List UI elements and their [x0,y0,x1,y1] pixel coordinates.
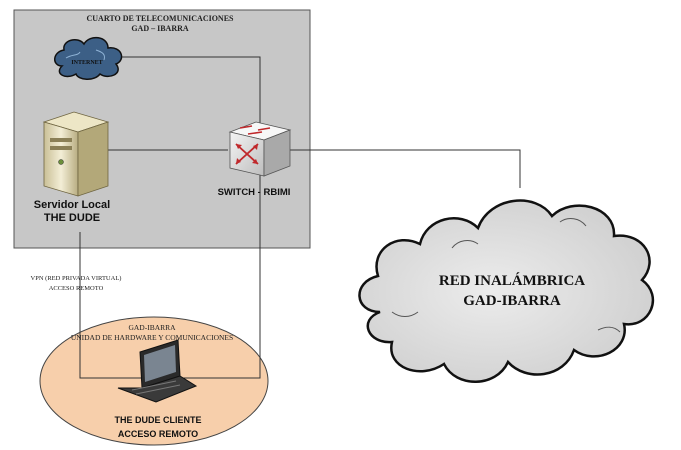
laptop-icon [117,339,198,403]
remote-unit-title: GAD-IBARRA [128,323,176,332]
server-label-app: THE DUDE [44,212,100,224]
wireless-cloud-icon [358,199,654,383]
wireless-label: RED INALÁMBRICA [439,272,585,289]
remote-unit-subtitle: UNIDAD DE HARDWARE Y COMUNICACIONES [71,333,233,342]
internet-label: INTERNET [71,60,102,66]
switch-wireless-link [290,149,521,188]
internet-cloud-icon [54,36,123,80]
room-title: CUARTO DE TELECOMUNICACIONES [86,14,234,23]
switch-icon [228,121,292,177]
vpn-sublabel: ACCESO REMOTO [49,285,104,292]
internet-switch-link [120,56,261,130]
switch-label: SWITCH - RBIMI [218,187,291,198]
client-label: THE DUDE CLIENTE [114,415,201,425]
wireless-sublabel: GAD-IBARRA [463,293,561,309]
server-icon [42,111,110,197]
vpn-label: VPN (RED PRIVADA VIRTUAL) [31,275,122,282]
client-sublabel: ACCESO REMOTO [118,429,198,439]
room-subtitle: GAD – IBARRA [131,24,189,33]
server-label-name: Servidor Local [34,199,110,211]
